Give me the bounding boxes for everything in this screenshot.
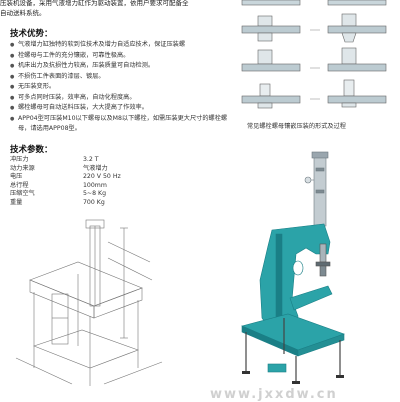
param-row: 动力来源 气液增力 [10, 165, 121, 174]
param-row: 总行程 100mm [10, 182, 121, 191]
process-stage-row-3 [241, 79, 387, 109]
process-stage-row-1 [241, 13, 387, 43]
param-value: 5~8 Kg [83, 190, 107, 197]
advantage-item: 无压装变形。 [10, 82, 235, 93]
diagram-caption: 常见螺栓螺母镶嵌压装的形式及过程 [247, 123, 346, 130]
process-stage-top [241, 0, 387, 6]
c-frame [259, 223, 331, 333]
param-label: 动力来源 [10, 164, 35, 172]
pressing-process-diagram [241, 0, 387, 109]
hydraulic-cylinder [304, 151, 329, 227]
press-machine-image [241, 151, 345, 384]
params-title: 技术参数： [10, 145, 53, 155]
machine-legs [245, 318, 341, 382]
params-table: 冲压力 3.2 T 动力来源 气液增力 电压 220 V 50 Hz 总行程 100mm… [10, 156, 121, 207]
foot-pedal [267, 363, 287, 373]
param-label: 压缩空气 [10, 190, 35, 197]
param-label: 总行程 [10, 181, 29, 189]
machine-base [241, 313, 345, 357]
process-stage-row-2 [241, 47, 387, 72]
param-row: 压缩空气 5~8 Kg [10, 190, 121, 199]
intro-text: 压装机设备，采用气液增力缸作为驱动装置，依用户要求可配备全 自动送料系统。 [0, 0, 232, 18]
param-row: 冲压力 3.2 T [10, 156, 121, 165]
advantage-item: 螺栓螺母可自动送料压装，大大提高了作效率。 [10, 103, 235, 114]
advantage-item: 不损伤工件表面的漆层、镀层。 [10, 72, 235, 83]
intro-line-2: 自动送料系统。 [0, 8, 46, 17]
param-value: 700 Kg [83, 198, 105, 206]
watermark: www.jxxdw.cn [210, 387, 338, 402]
param-value: 100mm [83, 181, 107, 189]
param-label: 重量 [10, 198, 23, 206]
param-value: 气液增力 [83, 164, 108, 172]
advantage-item: APP04型可压装M10以下螺母以及M8以下螺栓，如需压装更大尺寸的螺栓螺母，请… [10, 114, 235, 135]
press-line-drawing [15, 219, 163, 386]
process-arrows [310, 29, 320, 100]
param-value: 220 V 50 Hz [83, 173, 121, 180]
lower-horn [289, 285, 333, 311]
machine-feet [242, 371, 344, 384]
param-label: 电压 [10, 173, 23, 180]
advantages-title: 技术优势： [10, 29, 53, 39]
advantage-item: 可多点同时压装，效率高，自动化程度高。 [10, 93, 235, 104]
advantage-item: 栓螺母与工件的充分镶嵌，可靠性极高。 [10, 51, 235, 62]
intro-line-1: 压装机设备，采用气液增力缸作为驱动装置，依用户要求可配备全 [0, 0, 189, 7]
advantages-list: 气液增力缸独特的软到位技术及增力自适应技术，保证压装螺 栓螺母与工件的充分镶嵌，… [10, 40, 235, 135]
param-row: 电压 220 V 50 Hz [10, 173, 121, 182]
advantage-item: 气液增力缸独特的软到位技术及增力自适应技术，保证压装螺 [10, 40, 235, 51]
param-label: 冲压力 [10, 156, 29, 163]
advantage-item: 机床出力及抗损性力较高，压装质量可自动检测。 [10, 61, 235, 72]
ram-die [315, 243, 331, 277]
param-row: 重量 700 Kg [10, 199, 121, 208]
param-value: 3.2 T [83, 156, 99, 163]
